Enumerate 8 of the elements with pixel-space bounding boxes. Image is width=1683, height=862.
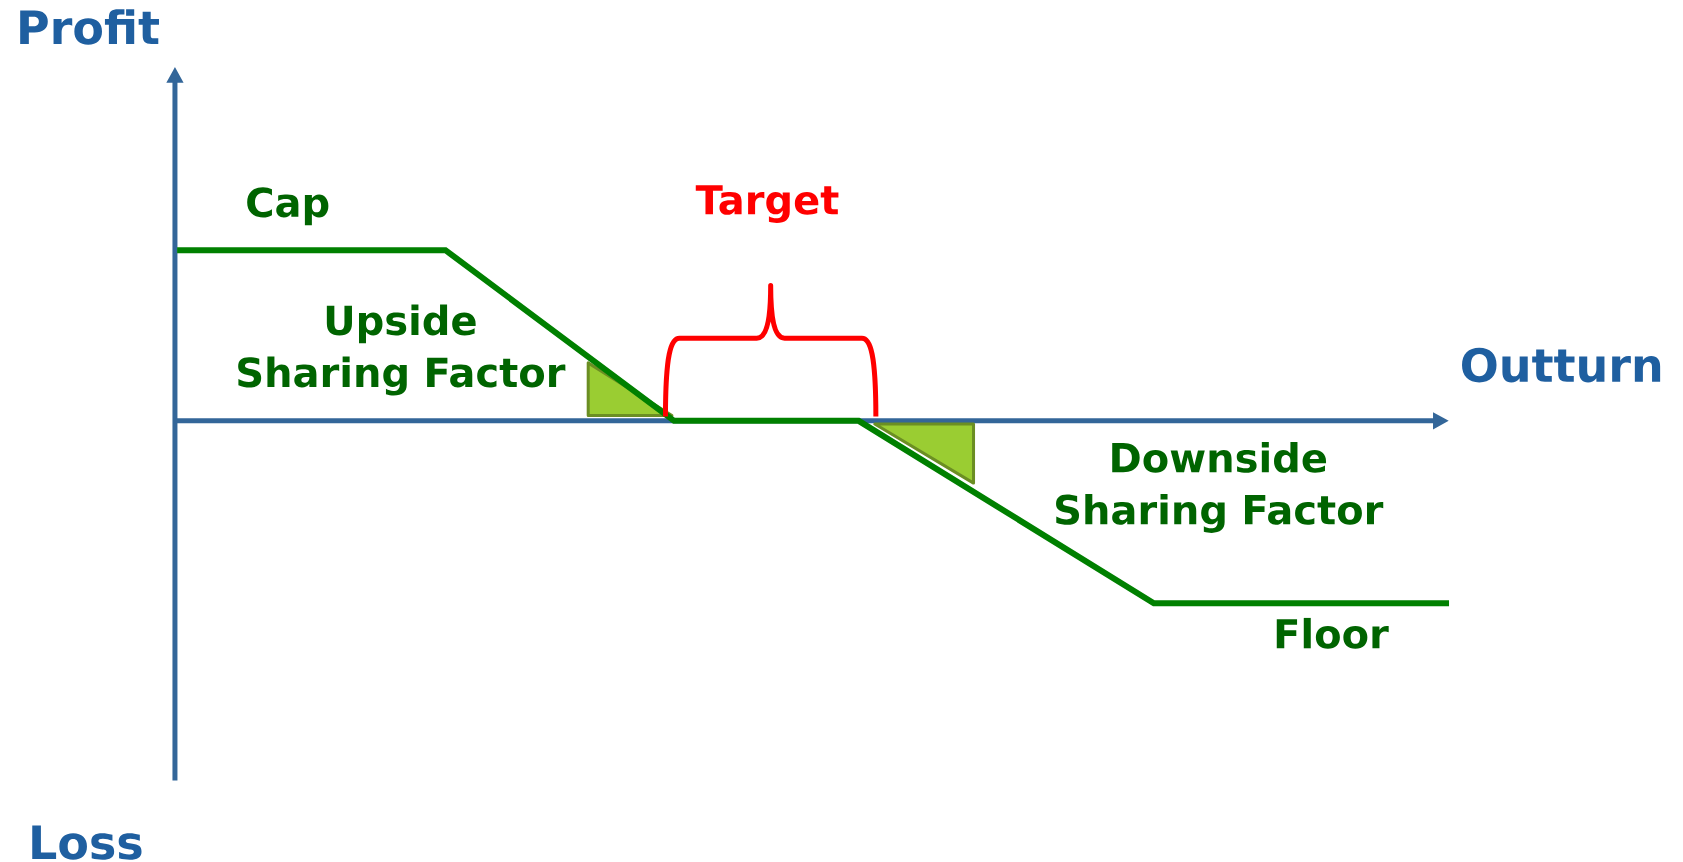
line-label: Floor: [1276, 617, 1389, 649]
axis-label: Outturn: [1462, 347, 1661, 383]
triangle-label: Upside Sharing Factor: [238, 304, 566, 396]
line-label: Cap: [247, 187, 329, 226]
axis-label: Loss: [32, 825, 142, 860]
brace-label: Target: [695, 185, 839, 223]
axis-label: Profit: [20, 9, 159, 45]
triangle-label: Downside Sharing Factor: [1056, 441, 1384, 533]
